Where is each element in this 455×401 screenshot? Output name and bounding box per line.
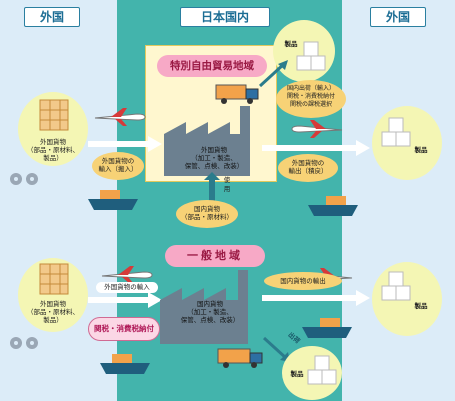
arrow-to-products	[258, 60, 288, 88]
truck-icon	[215, 84, 259, 104]
ftz-domestic-input-label: 国内貨物 （部品・原材料）	[181, 205, 233, 221]
bolts-icon	[10, 337, 38, 349]
truck-icon	[217, 348, 263, 368]
general-title: 一般地域	[165, 245, 265, 267]
ftz-export-label: 外国貨物の 輸出（積戻）	[288, 159, 328, 175]
general-export-oval	[264, 272, 342, 290]
general-foreign-goods-label: 外国貨物 （部品・原材料、 製品）	[27, 300, 79, 324]
crates-icon	[39, 263, 69, 295]
general-products-bottom-label: 製品	[290, 370, 304, 378]
airplane-icon	[291, 120, 343, 138]
export-arrow	[262, 290, 370, 306]
ftz-products-top-label: 製品	[284, 40, 298, 48]
ship-icon	[100, 354, 150, 374]
factory-icon	[160, 270, 248, 344]
ftz-domestic-out-note: 国内出荷（輸入） 関税・消費税納付 関税の課税選択	[286, 85, 335, 108]
general-import-label: 外国貨物の輸入	[96, 282, 158, 293]
ftz-foreign-goods-label: 外国貨物 （部品・原材料、 製品）	[27, 138, 79, 162]
boxes-icon	[296, 41, 326, 71]
ftz-title: 特別自由貿易地域	[157, 55, 267, 77]
ftz-export-oval	[278, 154, 338, 182]
boxes-icon	[381, 117, 411, 147]
general-factory-label: 国内貨物 （加工・製造、 保管、点検、改装）	[180, 300, 240, 324]
ftz-import-oval	[92, 152, 144, 180]
bolts-icon	[10, 173, 38, 185]
ftz-domestic-input-oval	[176, 200, 238, 228]
header-domestic: 日本国内	[180, 7, 270, 27]
general-export-label: 国内貨物の輸出	[280, 277, 326, 285]
ftz-domestic-out-oval	[276, 80, 346, 118]
header-foreign-right: 外国	[370, 7, 426, 27]
ftz-products-right-label: 製品	[414, 146, 428, 154]
export-arrow	[262, 140, 370, 156]
general-tax-label: 関税・消費税納付	[88, 317, 160, 341]
factory-icon	[164, 106, 250, 176]
use-arrow	[204, 172, 220, 202]
header-foreign-left: 外国	[24, 7, 80, 27]
ftz-factory-label: 外国貨物 （加工・製造、 保管、点検、改装）	[184, 146, 244, 170]
import-arrow	[88, 292, 162, 308]
ftz-import-label: 外国貨物の 輸入（搬入）	[98, 157, 138, 173]
crates-icon	[39, 99, 69, 131]
general-products-right-label: 製品	[414, 302, 428, 310]
ship-icon	[302, 318, 352, 338]
airplane-icon	[94, 108, 146, 126]
ship-icon	[308, 196, 358, 216]
ftz-use-label: 使用	[223, 176, 231, 193]
boxes-icon	[307, 355, 337, 385]
ship-icon	[88, 190, 138, 210]
import-arrow	[88, 136, 162, 152]
boxes-icon	[381, 271, 411, 301]
